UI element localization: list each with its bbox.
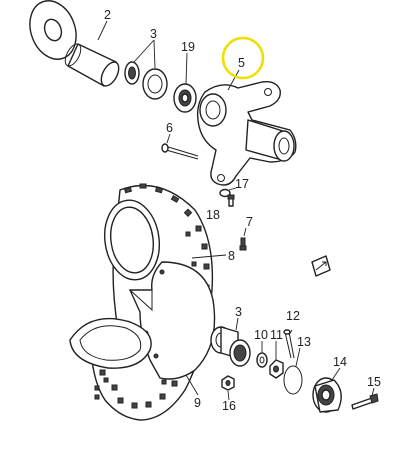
wheel-rim [128, 261, 216, 380]
callout-18: 18 [206, 208, 220, 222]
callout-3-upper: 3 [150, 27, 157, 41]
callout-6: 6 [166, 121, 173, 135]
callout-15: 15 [367, 375, 381, 389]
stud-7 [239, 237, 247, 251]
highlight-circle [221, 36, 265, 80]
nut-11 [269, 359, 284, 379]
washer-disc [29, 0, 77, 60]
callout-8: 8 [228, 249, 235, 263]
spacer-tube [64, 43, 120, 87]
nut-16 [221, 375, 235, 391]
callout-11: 11 [270, 328, 283, 342]
bolt-18 [227, 194, 235, 207]
lower-bearing-pair [210, 326, 251, 367]
callout-12: 12 [286, 309, 300, 323]
callout-9: 9 [194, 396, 201, 410]
callout-17: 17 [235, 177, 249, 191]
wheel-hub-knuckle [196, 80, 297, 186]
callout-5: 5 [238, 56, 245, 70]
direction-arrow-icon [311, 255, 331, 277]
callout-13: 13 [297, 335, 311, 349]
rim-ring [69, 317, 152, 369]
callout-labels: 2 3 19 5 6 17 18 7 8 3 10 11 12 13 14 15… [104, 8, 381, 413]
o-ring-13 [283, 365, 303, 395]
cotter-pin-12 [283, 329, 295, 359]
seal-ring [173, 83, 197, 113]
callout-19: 19 [181, 40, 195, 54]
bolt-15 [351, 393, 379, 410]
callout-2: 2 [104, 8, 111, 22]
callout-3-lower: 3 [235, 305, 242, 319]
upper-bearing-pair [124, 61, 168, 100]
leader-lines [97, 20, 375, 401]
hub-cap-14 [312, 377, 342, 413]
callout-10: 10 [254, 328, 268, 342]
bolt-6 [161, 143, 199, 160]
callout-7: 7 [246, 215, 253, 229]
washer-10 [256, 352, 268, 368]
callout-14: 14 [333, 355, 347, 369]
callout-16: 16 [222, 399, 236, 413]
